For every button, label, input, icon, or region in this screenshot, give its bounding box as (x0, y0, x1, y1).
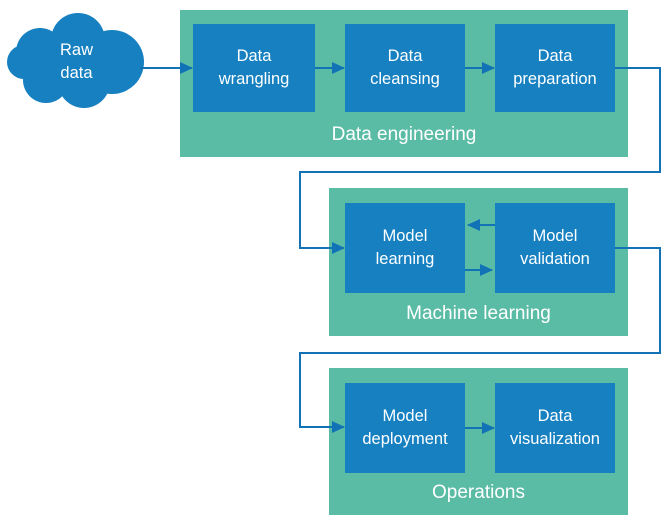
node-model-learning: Model learning (345, 203, 465, 293)
node-model-deployment: Model deployment (345, 383, 465, 473)
node-data-cleansing: Data cleansing (345, 24, 465, 112)
section-operations: Model deployment Data visualization Oper… (329, 368, 628, 515)
section-label-data-engineering: Data engineering (331, 124, 477, 145)
section-data-engineering: Data wrangling Data cleansing Data prepa… (180, 10, 628, 157)
section-machine-learning: Model learning Model validation Machine … (329, 188, 628, 336)
node-data-preparation: Data preparation (495, 24, 615, 112)
section-label-operations: Operations (432, 482, 525, 503)
node-model-validation: Model validation (495, 203, 615, 293)
node-data-visualization: Data visualization (495, 383, 615, 473)
section-label-machine-learning: Machine learning (406, 303, 551, 324)
node-data-wrangling: Data wrangling (193, 24, 315, 112)
raw-data-cloud-label: Raw data (59, 41, 93, 82)
